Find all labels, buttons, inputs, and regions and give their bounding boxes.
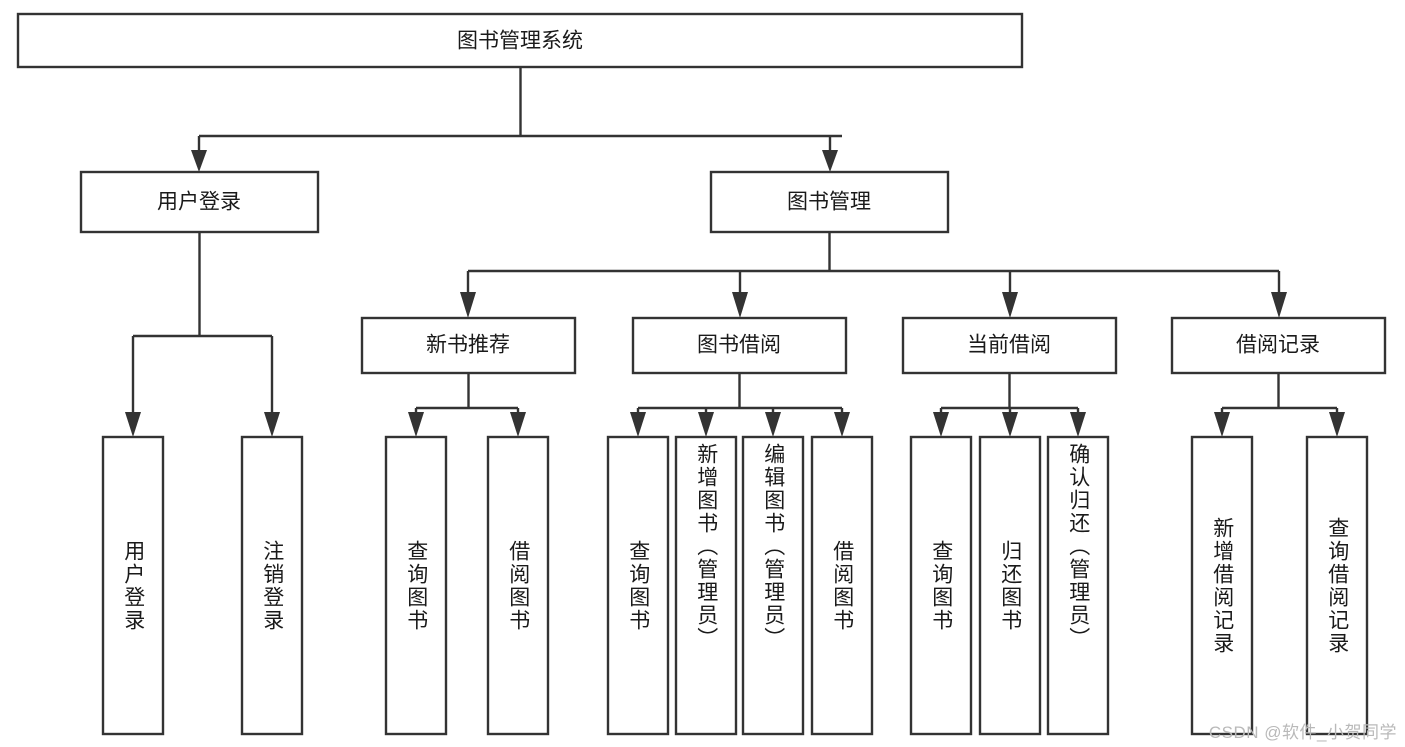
arrow-borrow-leaf-4 bbox=[834, 412, 850, 437]
arrow-root-to-login bbox=[191, 150, 207, 172]
node-new-book-recommend[interactable] bbox=[360, 316, 577, 375]
arrow-borrow-leaf-3 bbox=[765, 412, 781, 437]
arrow-login-leaf-2 bbox=[264, 412, 280, 437]
node-leaf-newbook-borrow[interactable] bbox=[486, 435, 550, 736]
arrow-current-leaf-3 bbox=[1070, 412, 1086, 437]
node-leaf-current-return[interactable] bbox=[978, 435, 1042, 736]
arrow-record-leaf-2 bbox=[1329, 412, 1345, 437]
node-current-borrow-label: 当前借阅 bbox=[967, 334, 1051, 357]
node-leaf-logout[interactable] bbox=[240, 435, 304, 736]
node-borrow-record[interactable] bbox=[1170, 316, 1387, 375]
node-book-borrow-label: 图书借阅 bbox=[697, 334, 781, 357]
arrow-bookmgmt-to-record bbox=[1271, 292, 1287, 318]
arrow-newbook-leaf-2 bbox=[510, 412, 526, 437]
arrow-bookmgmt-to-borrow bbox=[732, 292, 748, 318]
node-leaf-borrow-lend[interactable] bbox=[810, 435, 874, 736]
node-book-management[interactable] bbox=[709, 170, 950, 234]
node-book-borrow[interactable] bbox=[631, 316, 848, 375]
arrow-borrow-leaf-2 bbox=[698, 412, 714, 437]
watermark: CSDN @软件_小贺同学 bbox=[1208, 723, 1397, 742]
node-new-book-recommend-label: 新书推荐 bbox=[426, 334, 510, 357]
node-book-management-label: 图书管理 bbox=[787, 191, 871, 214]
node-leaf-current-confirm[interactable] bbox=[1046, 435, 1110, 736]
arrow-current-leaf-2 bbox=[1002, 412, 1018, 437]
node-leaf-record-add[interactable] bbox=[1190, 435, 1254, 736]
arrow-newbook-leaf-1 bbox=[408, 412, 424, 437]
node-leaf-borrow-add[interactable] bbox=[674, 435, 738, 736]
node-current-borrow[interactable] bbox=[901, 316, 1118, 375]
connectors bbox=[125, 67, 1345, 437]
node-leaf-borrow-query[interactable] bbox=[606, 435, 670, 736]
arrow-bookmgmt-to-current bbox=[1002, 292, 1018, 318]
node-user-login[interactable] bbox=[79, 170, 320, 234]
arrow-current-leaf-1 bbox=[933, 412, 949, 437]
arrow-root-to-bookmgmt bbox=[822, 150, 838, 172]
arrow-login-leaf-1 bbox=[125, 412, 141, 437]
node-leaf-user-login[interactable] bbox=[101, 435, 165, 736]
nodes: 图书管理系统 用户登录 图书管理 新书推荐 图书借阅 当前借阅 借阅记录 bbox=[16, 12, 1387, 736]
node-leaf-borrow-edit[interactable] bbox=[741, 435, 805, 736]
node-leaf-newbook-query[interactable] bbox=[384, 435, 448, 736]
arrow-borrow-leaf-1 bbox=[630, 412, 646, 437]
node-root[interactable] bbox=[16, 12, 1024, 69]
node-borrow-record-label: 借阅记录 bbox=[1236, 334, 1320, 357]
arrow-bookmgmt-to-newbook bbox=[460, 292, 476, 318]
arrow-record-leaf-1 bbox=[1214, 412, 1230, 437]
node-user-login-label: 用户登录 bbox=[157, 191, 241, 214]
node-leaf-record-query[interactable] bbox=[1305, 435, 1369, 736]
node-root-label: 图书管理系统 bbox=[457, 30, 583, 53]
node-leaf-current-query[interactable] bbox=[909, 435, 973, 736]
